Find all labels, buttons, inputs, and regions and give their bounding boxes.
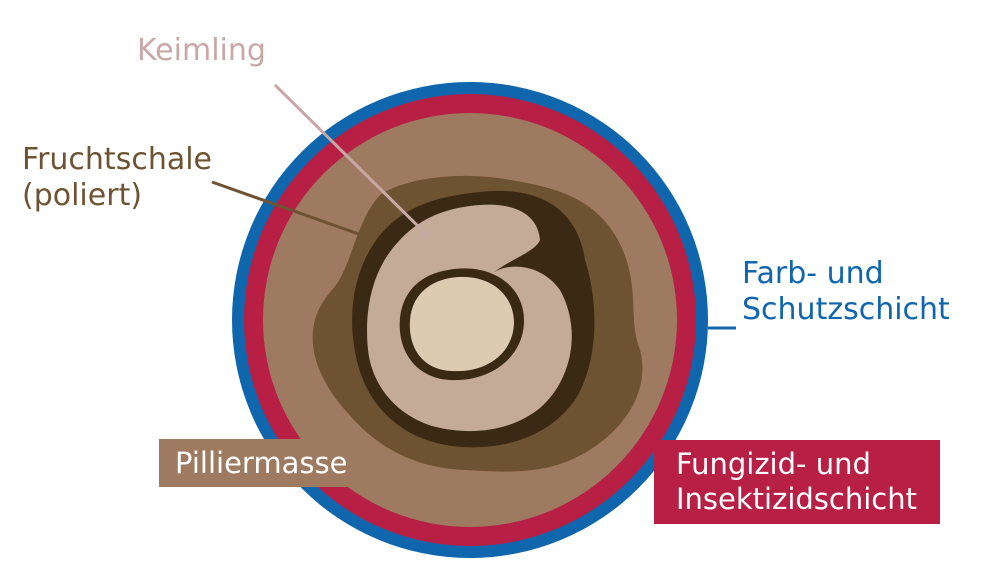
keimling-leader-line — [273, 83, 430, 238]
keimling-label: Keimling — [137, 33, 266, 68]
farb-label-line1: Farb- und — [742, 256, 884, 291]
fruchtschale-label-line1: Fruchtschale — [22, 142, 213, 177]
fungizid-insektizid-label: Fungizid- und Insektizidschicht — [654, 440, 940, 524]
fungizid-label-line2: Insektizidschicht — [676, 482, 917, 516]
farb-schutzschicht-label: Farb- und Schutzschicht — [742, 256, 950, 328]
farb-label-line2: Schutzschicht — [742, 292, 950, 327]
fungizid-label-line1: Fungizid- und — [676, 447, 871, 482]
fruchtschale-label-line2: (poliert) — [22, 178, 143, 213]
fruchtschale-label: Fruchtschale (poliert) — [22, 142, 212, 214]
endosperm — [409, 276, 514, 372]
fruchtschale-leader-line — [211, 180, 371, 240]
pilliermasse-label: Pilliermasse — [159, 439, 363, 487]
pilliermasse-label-text: Pilliermasse — [175, 445, 348, 480]
